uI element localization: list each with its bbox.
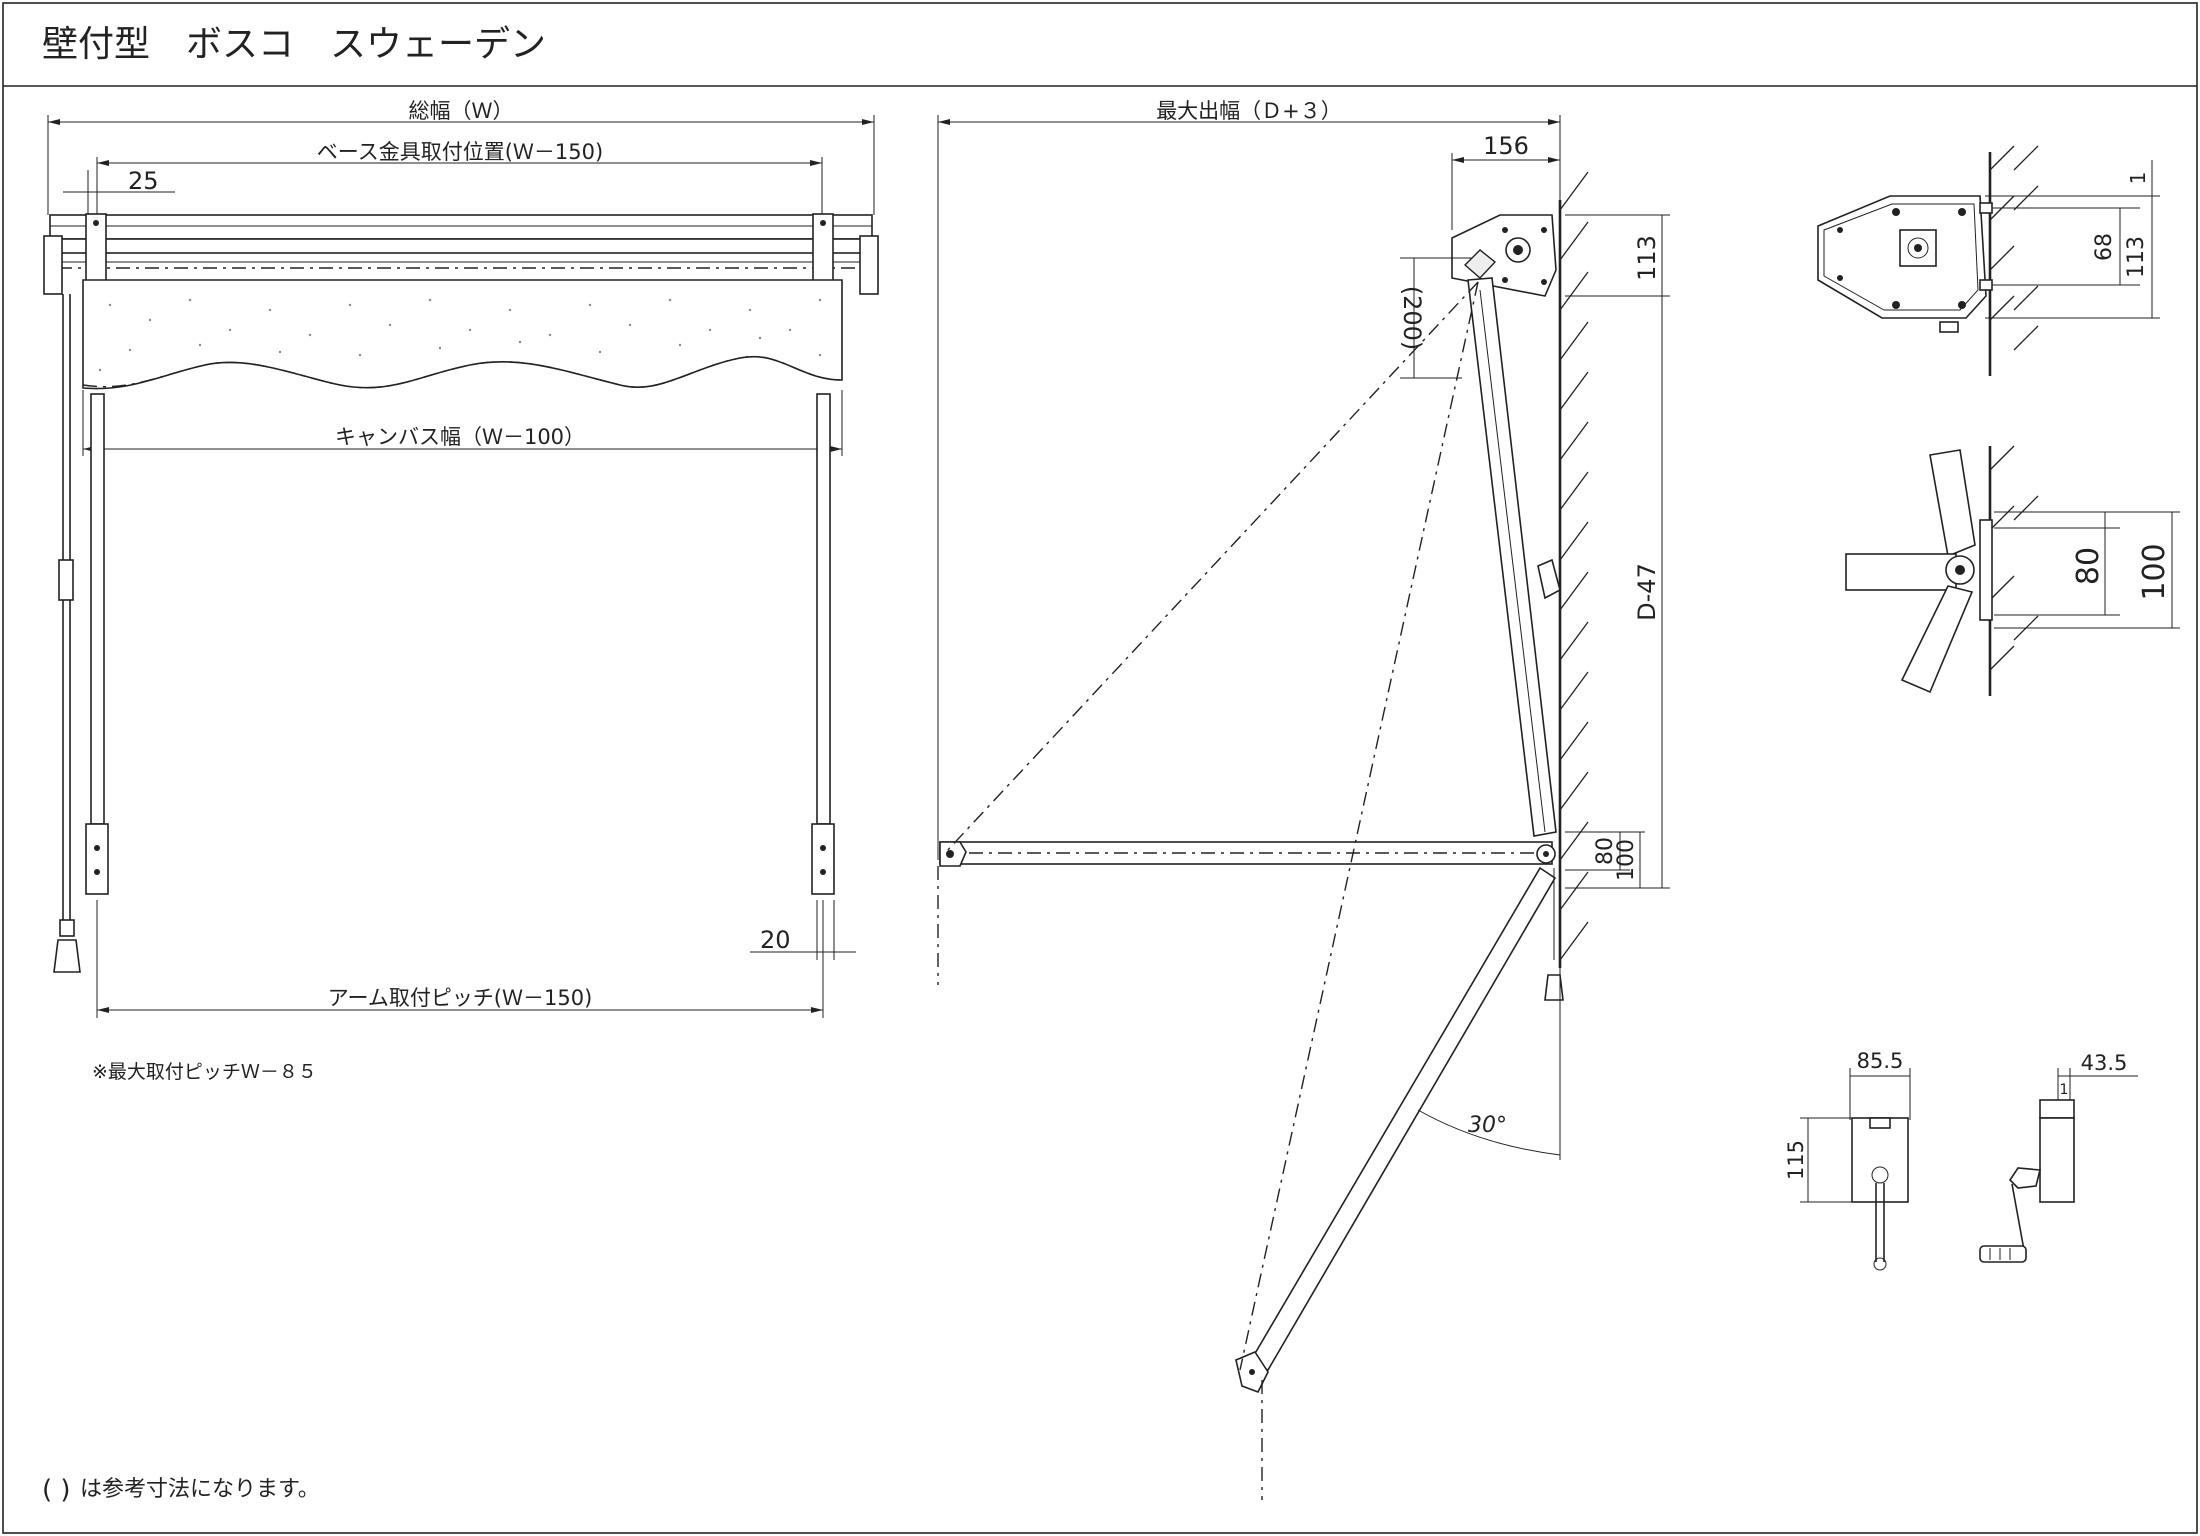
label-arm-pitch: アーム取付ピッチ(Ｗ－150)	[328, 986, 593, 1010]
label-bracket-113: 113	[2124, 236, 2149, 278]
dim-80-100-side	[1565, 831, 1645, 889]
label-arm-80: 80	[2071, 547, 2106, 585]
dim-arm-pitch	[96, 900, 824, 1018]
construction-lines	[937, 281, 1479, 1500]
side-arm-lowered	[1235, 866, 1557, 1394]
label-max-projection: 最大出幅（Ｄ+３）	[1156, 99, 1342, 123]
label-total-width: 総幅（Ｗ）	[409, 99, 514, 123]
label-canvas-width: キャンバス幅（Ｗ－100）	[335, 425, 585, 449]
arm-detail	[1845, 445, 2180, 696]
label-30: 30°	[1468, 1113, 1507, 1138]
label-80-side: 80	[1593, 837, 1618, 865]
dim-canvas-width	[82, 390, 843, 456]
label-200: (200)	[1398, 286, 1426, 351]
angle-30	[1417, 968, 1561, 1160]
canvas-texture-dots	[98, 298, 822, 372]
gear-front-detail	[1800, 1068, 1911, 1271]
dim-113-side	[1565, 214, 1670, 297]
side-crank-hook	[1544, 868, 1564, 1001]
label-d47: D-47	[1633, 563, 1661, 621]
dim-base-bracket-position	[96, 157, 823, 215]
wall	[1558, 171, 1589, 968]
label-100-side: 100	[1614, 839, 1639, 881]
dim-25	[63, 170, 175, 215]
dim-156	[1451, 153, 1560, 230]
label-gear-85-5: 85.5	[1857, 1049, 1904, 1073]
crank-pole	[53, 294, 81, 973]
footnote-paren: ( )	[42, 1475, 71, 1505]
cassette-side	[1451, 214, 1557, 297]
dim-200	[1400, 257, 1472, 379]
note-max-pitch: ※最大取付ピッチＷ－８５	[92, 1061, 317, 1083]
dim-total-width	[47, 115, 875, 215]
drawing-title: 壁付型 ボスコ スウェーデン	[42, 24, 546, 65]
label-113-side: 113	[1633, 235, 1661, 281]
label-base-bracket-position: ベース金具取付位置(Ｗ－150)	[317, 140, 603, 164]
label-156: 156	[1483, 132, 1529, 160]
label-gear-115: 115	[1784, 1140, 1808, 1180]
bracket-detail	[1817, 145, 2160, 376]
front-arm-right	[811, 393, 835, 895]
dim-20	[750, 900, 856, 960]
gear-side-detail	[1979, 1068, 2138, 1263]
label-25: 25	[128, 167, 159, 195]
label-arm-100: 100	[2137, 543, 2172, 600]
side-arm-folded	[1467, 277, 1561, 837]
front-view: 総幅（Ｗ） ベース金具取付位置(Ｗ－150) 25	[43, 99, 879, 1083]
label-bracket-68: 68	[2092, 233, 2117, 261]
front-arm-left	[85, 393, 109, 895]
footnote-text: は参考寸法になります。	[80, 1477, 320, 1502]
side-view: 最大出幅（Ｄ+３） 156	[937, 99, 1670, 1500]
label-20: 20	[760, 926, 791, 954]
cassette-head-box	[43, 213, 879, 295]
side-front-bar	[939, 841, 1556, 867]
label-gear-1: 1	[2060, 1082, 2069, 1098]
canvas-valance	[82, 279, 843, 390]
label-gear-43-5: 43.5	[2081, 1051, 2128, 1075]
label-bracket-1: 1	[2126, 172, 2150, 185]
